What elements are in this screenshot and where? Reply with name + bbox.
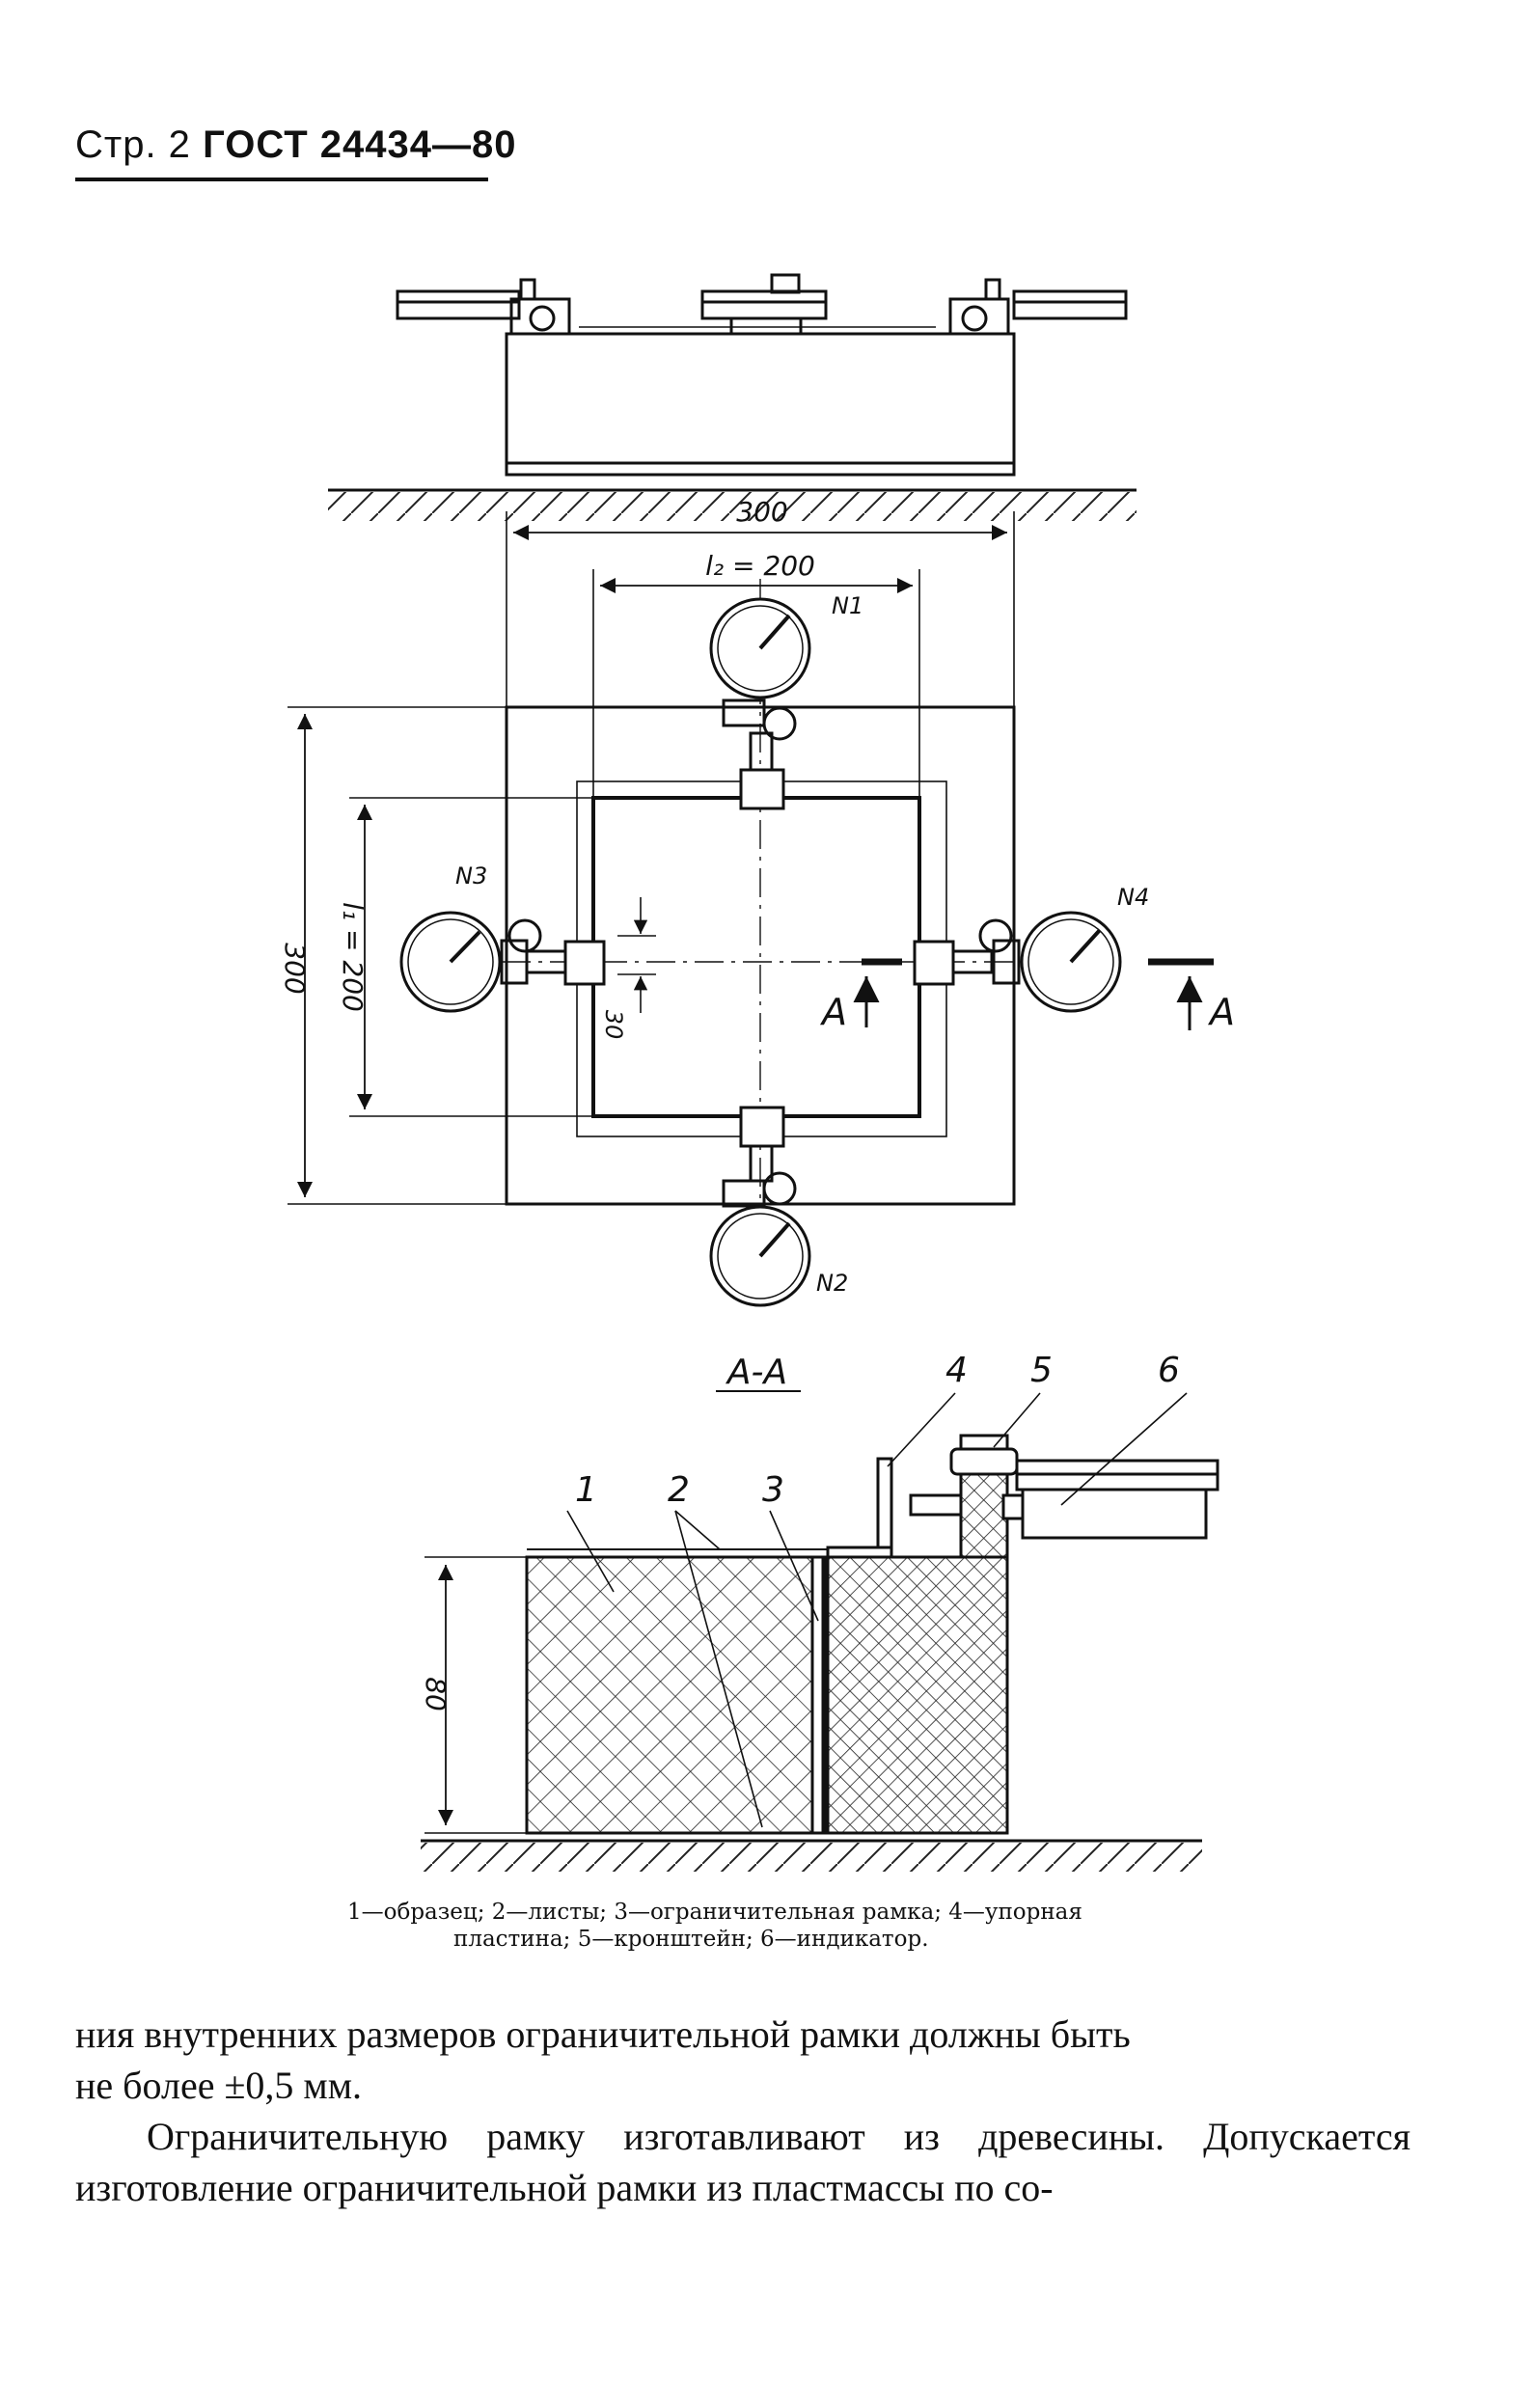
dim-l2: l₂ = 200 [705,550,815,582]
callout-5: 5 [1030,1351,1053,1390]
dim-30: 30 [600,1010,627,1040]
indicator-n3 [399,911,606,1013]
page-header: Стр. 2 ГОСТ 24434—80 [75,123,516,167]
dim-80: 80 [420,1677,452,1711]
dim-300-top: 300 [736,496,787,528]
body-paragraph-2: Ограничительную рамку изготавливают из д… [75,2115,1411,2209]
dim-l1: l₁ = 200 [337,902,369,1012]
specimen [525,1555,814,1835]
body-line-1: ния внутренних размеров ограничительной … [75,2012,1131,2056]
plan-outer-box [505,705,1016,1206]
stop-plate [876,1457,893,1557]
side-view-box [505,332,1016,477]
ground-top [328,488,1137,521]
callout-6: 6 [1158,1351,1180,1390]
frame-body [826,1555,1009,1835]
indicator-n1 [709,597,811,810]
indicator-n2 [709,1106,811,1307]
page-label: Стр. 2 [75,123,191,166]
indicator-n4 [913,911,1122,1013]
section-a-a [425,1392,1219,1835]
plan-view [288,511,1109,1206]
callout-4: 4 [945,1351,968,1390]
test-apparatus-figure: 300 l₂ = 200 N1 N2 N3 N4 A A 300 l₁ = 20… [279,273,1235,1872]
side-view [396,273,1128,477]
section-title: A-A [726,1353,787,1392]
header-rule [75,178,488,181]
figure-caption: 1—образец; 2—листы; 3—ограничительная ра… [347,1899,1216,1953]
dim-300-left: 300 [279,943,311,994]
label-n2: N2 [816,1270,848,1297]
label-n1: N1 [832,592,863,619]
side-left-indicator [396,289,521,320]
standard-number: ГОСТ 24434—80 [203,123,517,166]
section-markers [853,958,1214,1030]
side-center-indicator [700,289,828,320]
caption-line-2: пластина; 5—кронштейн; 6—индикатор. [453,1927,929,1952]
caption-line-1: 1—образец; 2—листы; 3—ограничительная ра… [347,1900,1082,1925]
bracket [959,1472,1009,1559]
section-marker-right: A [1207,991,1235,1033]
label-n4: N4 [1117,884,1149,911]
ground-bottom [421,1839,1202,1872]
body-text: ния внутренних размеров ограничительной … [75,2009,1411,2213]
side-right-indicator [1012,289,1128,320]
callout-1: 1 [575,1470,597,1510]
plan-inner-box [591,796,921,1118]
callout-2: 2 [668,1470,690,1510]
callout-3: 3 [762,1470,784,1510]
label-n3: N3 [455,862,487,889]
body-line-2: не более ±0,5 мм. [75,2064,363,2107]
section-marker-left: A [819,991,847,1033]
